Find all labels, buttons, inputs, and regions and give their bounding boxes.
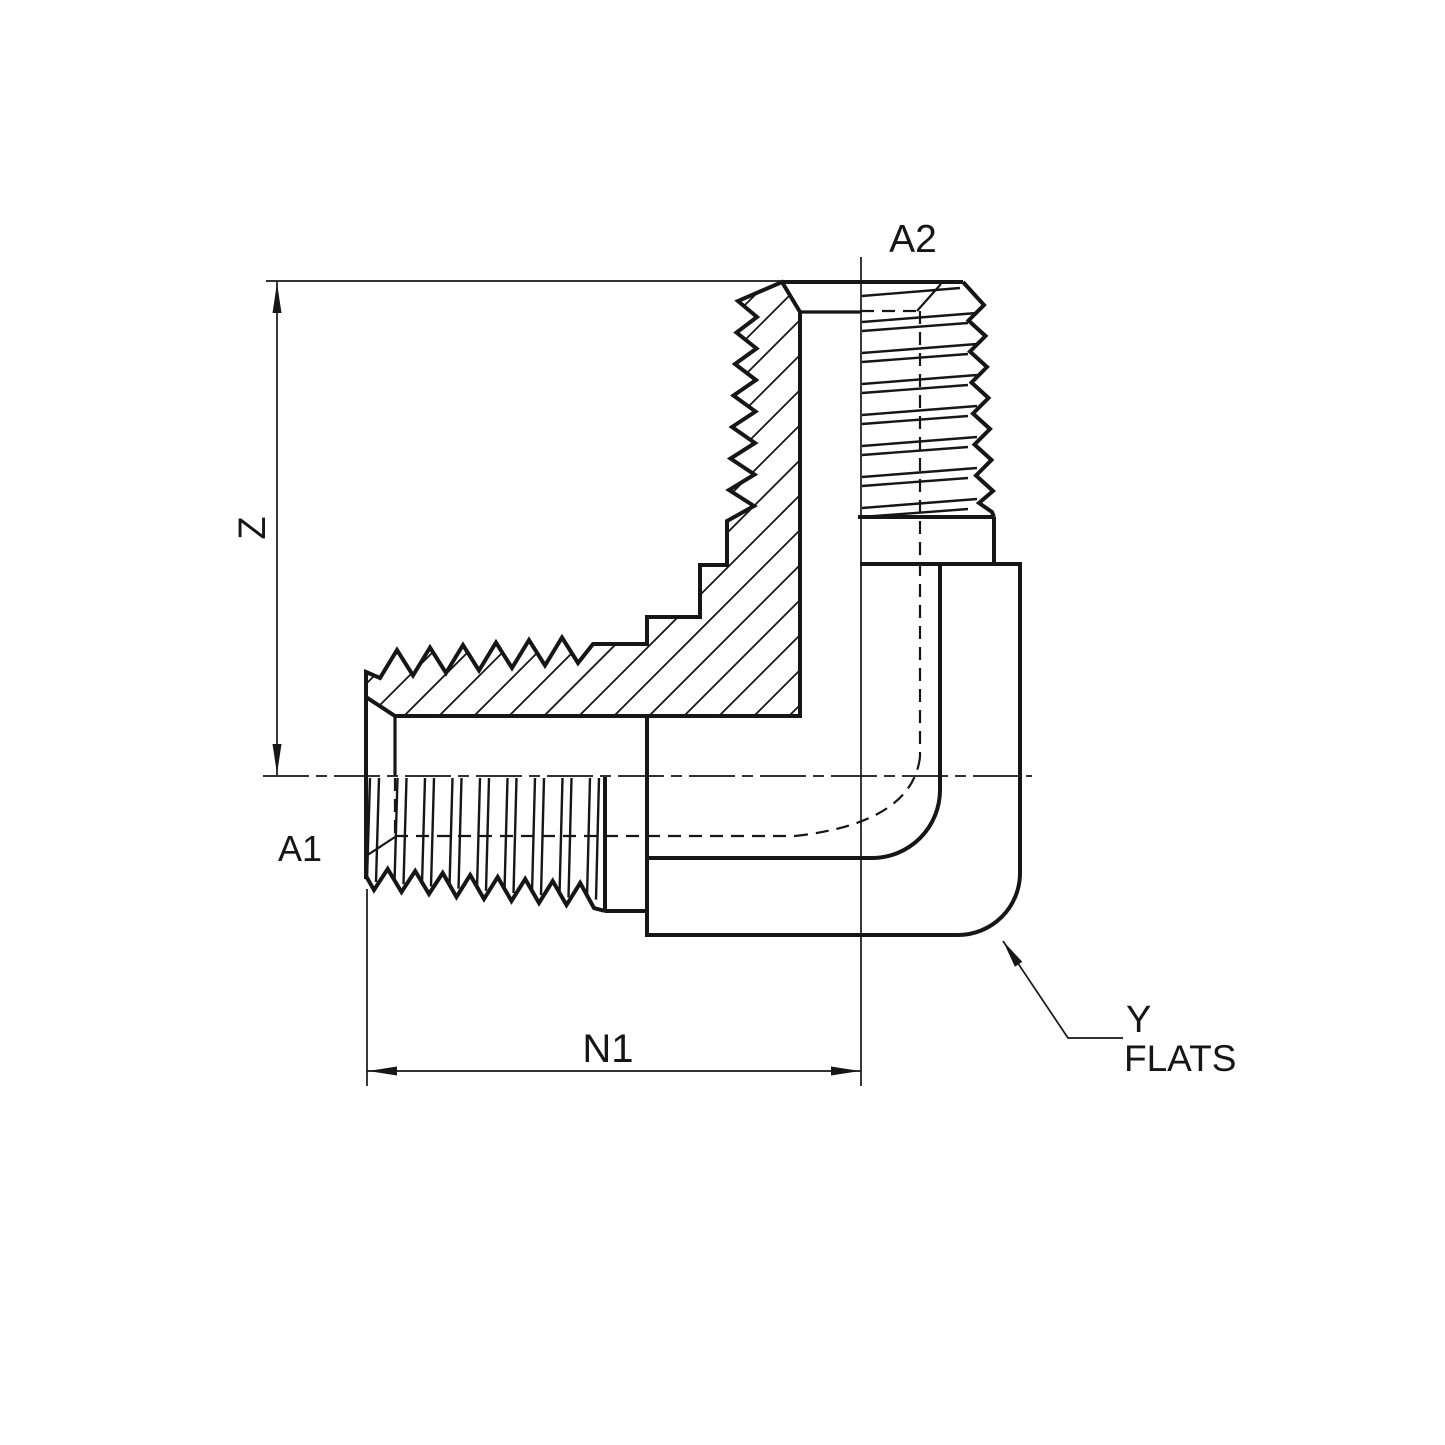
thread-line xyxy=(420,777,427,885)
thread-line xyxy=(861,383,969,395)
y-flats-leader-arrow xyxy=(1003,941,1023,967)
thread-line xyxy=(861,507,969,519)
hatch-line xyxy=(664,282,800,716)
n1-arrow-right xyxy=(831,1066,860,1076)
hatch-line xyxy=(384,282,800,716)
thread-line xyxy=(861,497,978,510)
n1-dimension-label: N1 xyxy=(582,1027,633,1071)
thread-line xyxy=(861,321,969,333)
thread-line xyxy=(503,777,509,892)
thread-line xyxy=(512,777,518,894)
thread-line xyxy=(861,404,978,417)
thread-line xyxy=(448,777,454,887)
port-label-a2: A2 xyxy=(889,218,937,261)
section-outline xyxy=(364,279,802,718)
y-flats-callout: Y FLATS xyxy=(1002,940,1236,1079)
top-chamfer-cone-line xyxy=(916,283,942,312)
thread-line xyxy=(861,286,961,298)
thread-line xyxy=(530,777,537,894)
top-thread-crest-silhouette xyxy=(961,280,997,518)
thread-line xyxy=(585,777,592,898)
thread-line xyxy=(861,435,978,448)
hatch-line xyxy=(699,282,800,716)
hatch-line xyxy=(366,282,800,716)
hatch-line xyxy=(734,282,800,716)
body-block-outline xyxy=(645,562,1022,937)
thread-line xyxy=(567,777,573,898)
thread-line xyxy=(429,777,436,887)
left-chamfer-cone-line xyxy=(365,836,396,857)
thread-line xyxy=(861,445,969,457)
thread-line xyxy=(861,352,969,364)
hidden-bore-bend xyxy=(794,756,922,838)
hatch-line xyxy=(629,282,800,716)
y-flats-label-line2: FLATS xyxy=(1124,1038,1236,1079)
y-flats-label-line1: Y xyxy=(1126,999,1151,1041)
hatch-line xyxy=(419,282,800,716)
z-dimension-label: Z xyxy=(232,516,274,539)
thread-line xyxy=(861,476,969,488)
y-flats-leader-line xyxy=(1002,940,1123,1039)
dimension-z: Z xyxy=(232,280,782,775)
hatch-line xyxy=(366,282,800,716)
thread-line xyxy=(365,777,372,881)
thread-line xyxy=(393,777,399,883)
dimension-n1: N1 xyxy=(366,889,861,1086)
thread-line xyxy=(475,777,482,889)
thread-line xyxy=(402,777,408,885)
hatch-line xyxy=(366,282,800,716)
thread-line xyxy=(539,777,546,896)
left-thread-helix-lines xyxy=(365,777,601,900)
body-outline xyxy=(645,562,1022,937)
hatch-line xyxy=(559,282,800,716)
body-neck-fillet xyxy=(647,564,942,860)
thread-line xyxy=(484,777,491,891)
port-label-a1: A1 xyxy=(278,828,322,869)
thread-line xyxy=(861,311,978,324)
hidden-bore-lines xyxy=(393,309,922,838)
n1-arrow-left xyxy=(368,1066,397,1076)
hatch-line xyxy=(366,282,766,716)
thread-line xyxy=(374,777,381,883)
thread-line xyxy=(558,777,564,896)
left-thread-crest-silhouette xyxy=(364,865,606,913)
thread-line xyxy=(861,414,969,426)
thread-line xyxy=(861,466,978,479)
thread-line xyxy=(861,342,978,355)
centerlines xyxy=(263,257,1032,1086)
z-arrow-down xyxy=(272,744,282,774)
thread-line xyxy=(457,777,463,889)
hatch-line xyxy=(594,282,800,716)
thread-line xyxy=(861,373,978,386)
z-arrow-up xyxy=(272,283,282,313)
top-port-thread xyxy=(782,280,997,564)
top-thread-helix-lines xyxy=(861,286,978,519)
left-port-thread xyxy=(364,672,647,913)
thread-line xyxy=(594,777,601,900)
hatch-line xyxy=(524,282,800,716)
